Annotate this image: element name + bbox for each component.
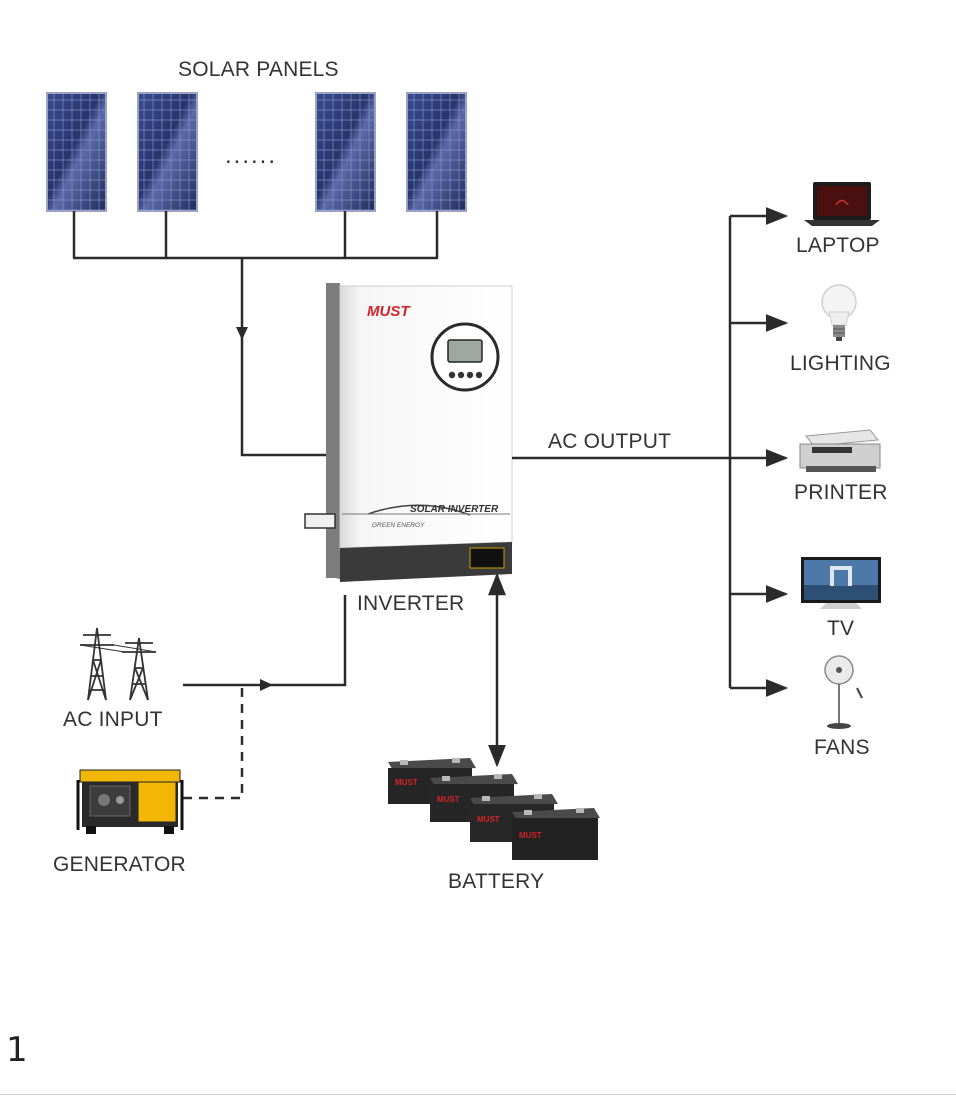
fans-label: FANS bbox=[814, 736, 870, 759]
panels-ellipsis: ...... bbox=[225, 142, 278, 169]
panel-down-arrow bbox=[236, 327, 248, 340]
light-bulb-icon bbox=[821, 284, 857, 341]
battery-brand-logo-3: MUST bbox=[477, 815, 500, 824]
solar-panel-1 bbox=[46, 92, 107, 212]
solar-panel-3 bbox=[315, 92, 376, 212]
battery-label: BATTERY bbox=[448, 870, 545, 893]
battery-brand-logo-1: MUST bbox=[395, 778, 418, 787]
inverter-panel-text: SOLAR INVERTER bbox=[410, 504, 499, 515]
battery-icon-4 bbox=[512, 808, 600, 860]
inverter-label: INVERTER bbox=[357, 592, 465, 615]
generator-dashed-line bbox=[180, 688, 244, 800]
ac-output-label: AC OUTPUT bbox=[548, 430, 672, 453]
laptop-icon bbox=[804, 182, 880, 226]
bottom-divider bbox=[0, 1094, 956, 1095]
printer-icon bbox=[799, 429, 881, 472]
ac-input-label: AC INPUT bbox=[63, 708, 163, 731]
ac-input-wiring bbox=[183, 595, 347, 687]
ac-input-arrow bbox=[260, 679, 273, 691]
generator-label: GENERATOR bbox=[53, 853, 186, 876]
solar-panel-4 bbox=[406, 92, 467, 212]
inverter-sub-text: GREEN ENERGY bbox=[372, 522, 425, 529]
battery-brand-logo-2: MUST bbox=[437, 795, 460, 804]
inverter-device bbox=[304, 283, 513, 582]
lighting-label: LIGHTING bbox=[790, 352, 891, 375]
printer-label: PRINTER bbox=[794, 481, 888, 504]
laptop-label: LAPTOP bbox=[796, 234, 880, 257]
generator-icon bbox=[76, 769, 184, 834]
panel-wiring bbox=[72, 211, 439, 457]
fan-icon bbox=[824, 655, 863, 729]
page-number: 1 bbox=[6, 1030, 28, 1070]
ac-output-wiring bbox=[512, 207, 789, 697]
power-tower-icon bbox=[79, 627, 157, 701]
inverter-brand-logo: MUST bbox=[367, 303, 411, 320]
tv-icon bbox=[801, 557, 881, 609]
battery-brand-logo-4: MUST bbox=[519, 831, 542, 840]
tv-label: TV bbox=[827, 617, 855, 640]
solar-panel-2 bbox=[137, 92, 198, 212]
solar-panels-label: SOLAR PANELS bbox=[178, 58, 339, 81]
